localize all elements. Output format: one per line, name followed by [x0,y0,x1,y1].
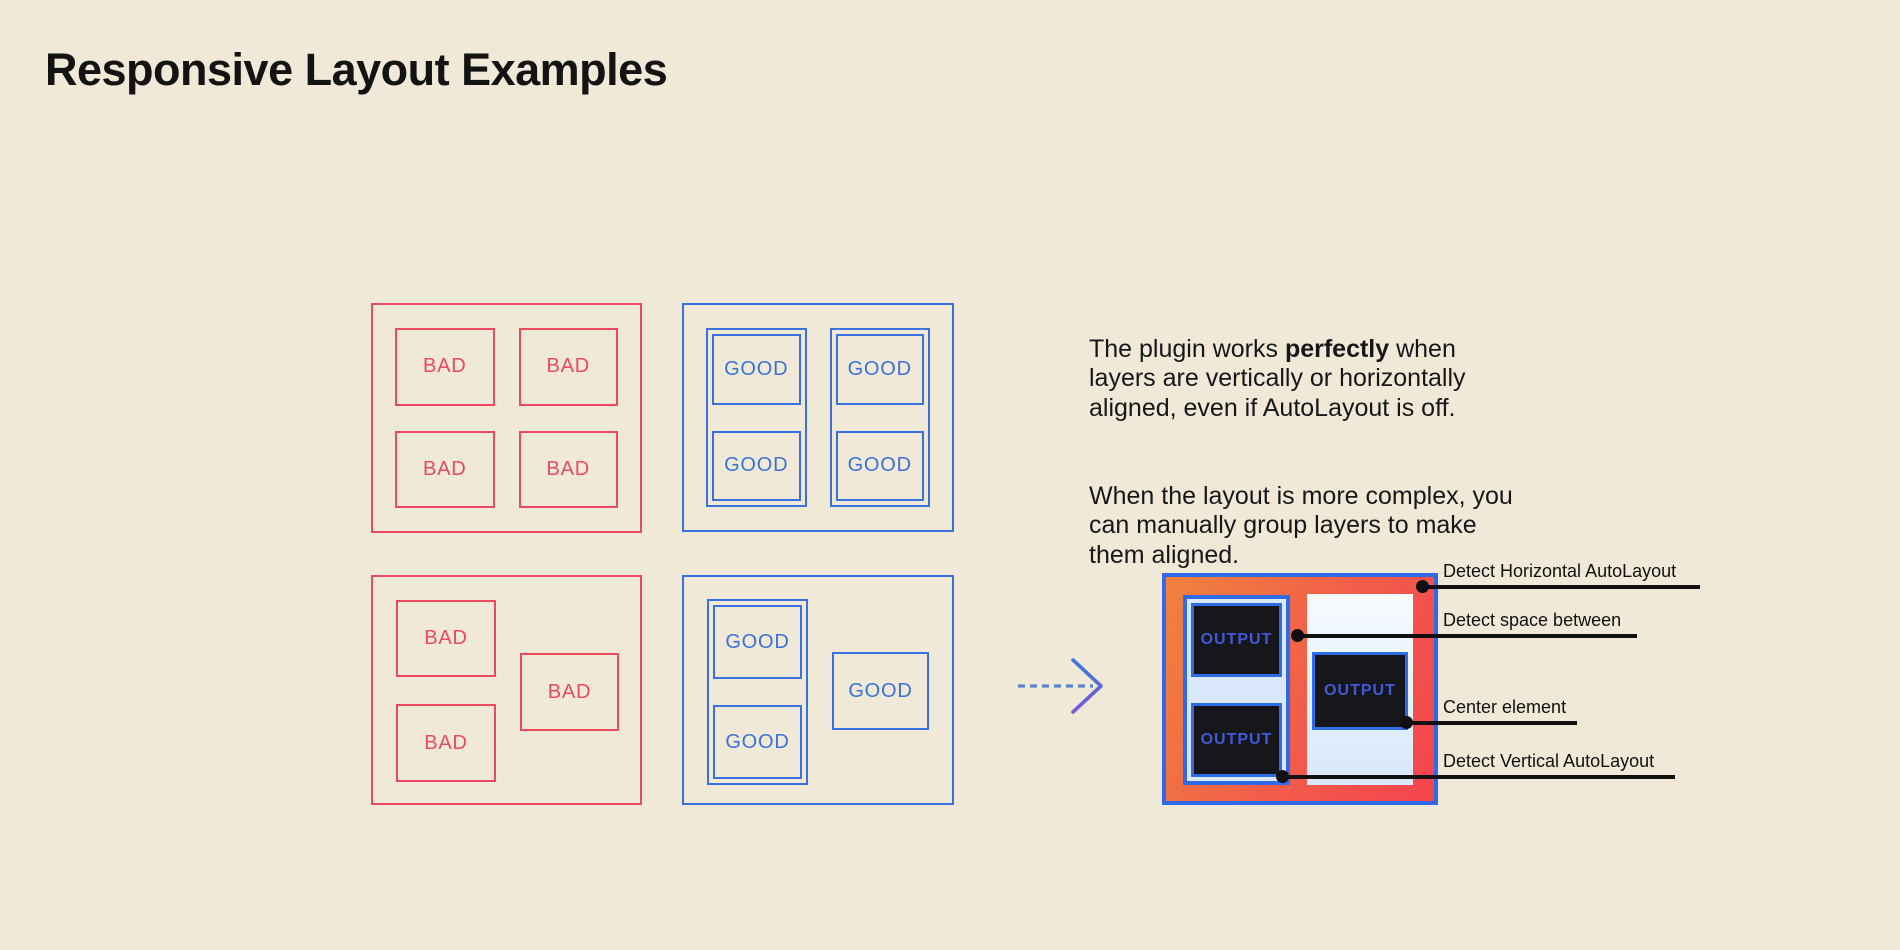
annotation-label-vertical-autolayout: Detect Vertical AutoLayout [1443,751,1655,771]
annotation-line-vertical-autolayout [1283,775,1675,779]
bad-label: BAD [424,731,468,754]
annotation-line-horizontal-autolayout [1423,585,1700,589]
good-label: GOOD [847,454,912,477]
bad-label: BAD [422,457,467,480]
good-cell: GOOD [712,334,801,405]
good-cell: GOOD [713,705,802,779]
bad-label: BAD [422,355,467,378]
annotation-label-center-element: Center element [1443,697,1567,717]
annotation-line-space-between [1298,634,1637,638]
description-text: The plugin works perfectly when layers a… [1089,305,1559,629]
bad-label: BAD [546,355,591,378]
good-group-column: GOOD GOOD [707,599,808,785]
good-group-column: GOOD GOOD [706,328,807,507]
good-cell: GOOD [712,430,801,501]
good-label: GOOD [847,357,912,380]
good-cell: GOOD [835,334,924,405]
description-paragraph-2: When the layout is more complex, you can… [1089,481,1513,569]
good-group-column: GOOD GOOD [829,328,930,507]
good-cell: GOOD [832,652,929,730]
bad-label: BAD [546,457,591,480]
description-p1-bold: perfectly [1284,334,1390,363]
annotation-dot-space-between [1291,629,1304,642]
bad-label: BAD [424,627,468,649]
annotation-dot-center-element [1400,716,1413,729]
page-title: Responsive Layout Examples [45,44,668,95]
annotation-label-horizontal-autolayout: Detect Horizontal AutoLayout [1443,561,1677,581]
good-complex-layout-panel: GOOD GOOD GOOD [682,575,954,805]
output-vertical-group: OUTPUT OUTPUT [1183,595,1290,785]
output-label: OUTPUT [1324,682,1396,699]
good-label: GOOD [724,454,789,477]
good-label: GOOD [725,730,790,753]
description-paragraph-1: The plugin works perfectly when layers a… [1089,335,1559,424]
annotation-line-center-element [1407,721,1577,725]
output-box: OUTPUT [1191,603,1282,677]
output-label: OUTPUT [1200,631,1273,648]
good-label: GOOD [848,679,913,702]
output-preview-frame: OUTPUT OUTPUT OUTPUT [1162,573,1438,805]
good-grid: GOOD GOOD GOOD GOOD [684,305,952,530]
output-box-centered: OUTPUT [1312,652,1408,730]
bad-aligned-grid-panel: BAD BAD BAD BAD [371,303,642,533]
bad-complex-layout-panel: BAD BAD BAD [371,575,642,805]
bad-cell: BAD [395,430,495,508]
annotation-label-space-between: Detect space between [1443,610,1622,630]
bad-cell: BAD [520,653,619,731]
transform-arrow-icon [1018,658,1103,714]
good-label: GOOD [725,630,790,653]
bad-grid: BAD BAD BAD BAD [373,305,640,531]
output-box: OUTPUT [1191,703,1282,777]
good-cell: GOOD [713,605,802,679]
output-label: OUTPUT [1200,731,1273,748]
bad-cell: BAD [518,430,618,508]
good-grouped-grid-panel: GOOD GOOD GOOD GOOD [682,303,954,532]
bad-cell: BAD [396,704,496,782]
annotation-dot-horizontal-autolayout [1416,580,1429,593]
bad-label: BAD [547,680,592,703]
bad-cell: BAD [396,600,496,677]
good-cell: GOOD [835,430,924,501]
annotation-dot-vertical-autolayout [1276,770,1289,783]
bad-cell: BAD [518,328,618,406]
bad-cell: BAD [395,328,495,406]
description-p1-pre: The plugin works [1089,334,1285,363]
description-p1-post: when layers are vertically or horizontal… [1089,334,1466,422]
good-label: GOOD [724,357,789,380]
